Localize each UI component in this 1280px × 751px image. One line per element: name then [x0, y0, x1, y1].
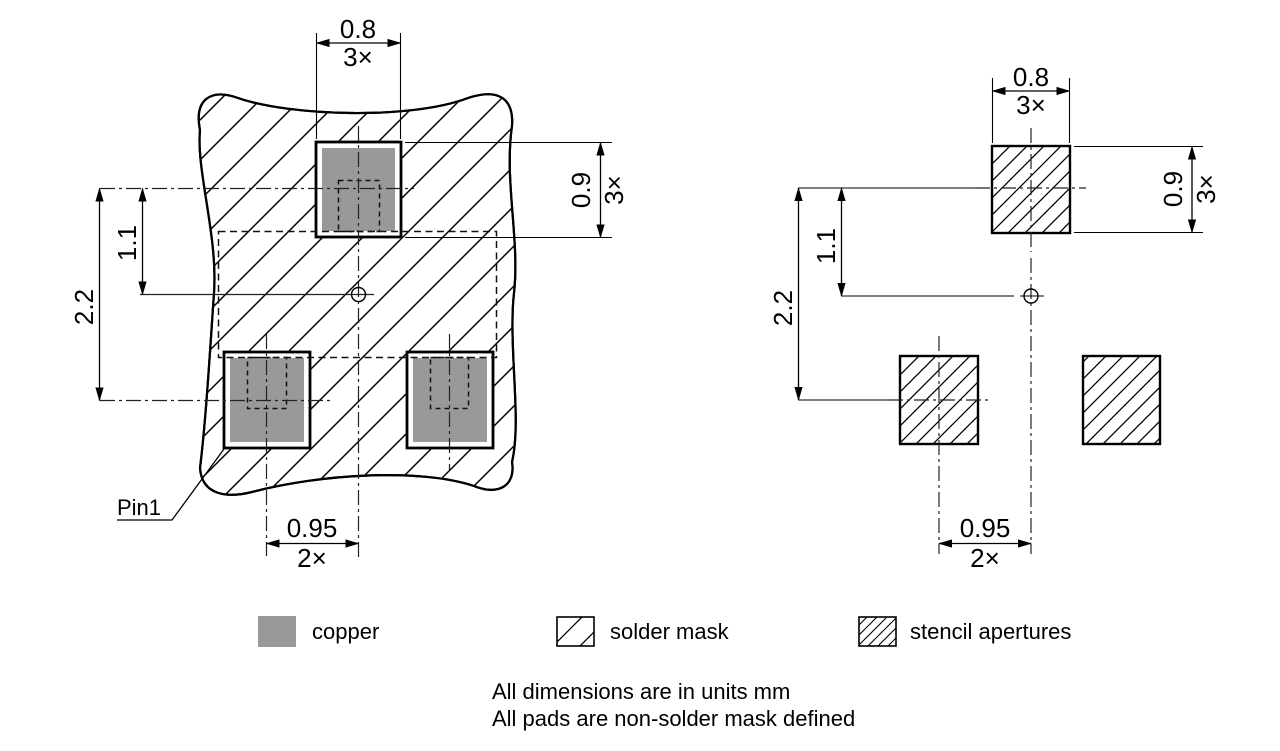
extension-lines-stencil: [798, 187, 1044, 401]
note-mask-defined: All pads are non-solder mask defined: [492, 706, 856, 731]
dim-row-pitch-stencil-value: 2.2: [768, 290, 798, 326]
legend-label-stencil-apertures: stencil apertures: [910, 619, 1072, 644]
dim-col-pitch-stencil: 0.95 2×: [938, 513, 1032, 573]
dim-aperture-width: 0.8 3×: [991, 62, 1071, 143]
solder-mask-outline: [197, 93, 517, 496]
dim-row-pitch: 2.2: [69, 187, 104, 402]
component-body-outline: [217, 230, 498, 359]
technical-drawing-svg: 0.8 3× 0.9 3× 1.1 2.2: [69, 14, 1221, 573]
lead-outline-bottom-right: [429, 356, 470, 410]
dim-row-pitch-value: 2.2: [69, 289, 99, 325]
dim-col-pitch-stencil-count: 2×: [970, 543, 1000, 573]
dim-col-pitch: 0.95 2×: [265, 513, 360, 573]
legend-label-copper: copper: [312, 619, 380, 644]
dim-col-pitch-count: 2×: [297, 543, 327, 573]
stencil-aperture-swatch: [858, 616, 897, 647]
dim-pad-height: 0.9 3×: [405, 141, 629, 239]
dim-pad-height-value: 0.9: [566, 172, 596, 208]
dim-aperture-height-value: 0.9: [1158, 171, 1188, 207]
legend-item-stencil-apertures: stencil apertures: [858, 616, 1071, 647]
pin1-label: Pin1: [117, 495, 161, 520]
dim-aperture-width-count: 3×: [1016, 90, 1046, 120]
dim-center-offset-stencil: 1.1: [811, 187, 846, 297]
dim-col-pitch-value: 0.95: [287, 513, 338, 543]
dim-row-pitch-stencil: 2.2: [768, 187, 803, 401]
aperture-bottom-right: [1081, 354, 1162, 446]
land-pattern-view: 0.8 3× 0.9 3× 1.1 2.2: [69, 14, 629, 573]
legend-item-copper: copper: [258, 616, 379, 647]
note-units: All dimensions are in units mm: [492, 679, 791, 704]
legend-item-solder-mask: solder mask: [556, 616, 729, 647]
centerlines-left-view: [100, 126, 451, 558]
dim-aperture-height-count: 3×: [1191, 174, 1221, 204]
drawing-notes: All dimensions are in units mm All pads …: [492, 678, 855, 732]
pin1-callout: Pin1: [117, 448, 225, 521]
stencil-view: 0.8 3× 0.9 3× 1.1 2.2: [768, 62, 1221, 573]
dim-pad-width-value: 0.8: [340, 14, 376, 44]
dim-aperture-width-value: 0.8: [1013, 62, 1049, 92]
pin1-leader-line: [117, 448, 225, 521]
origin-marker: [350, 286, 367, 303]
dim-center-offset-value: 1.1: [112, 225, 142, 261]
dim-pad-width-count: 3×: [343, 42, 373, 72]
dim-pad-height-count: 3×: [599, 175, 629, 205]
legend-label-solder-mask: solder mask: [610, 619, 729, 644]
copper-swatch: [258, 616, 296, 647]
centerlines-stencil-view: [888, 128, 1086, 554]
dim-col-pitch-stencil-value: 0.95: [960, 513, 1011, 543]
dim-aperture-height: 0.9 3×: [1074, 145, 1221, 234]
dim-center-offset: 1.1: [112, 187, 147, 296]
dim-pad-width: 0.8 3×: [315, 14, 402, 139]
origin-marker-stencil: [1023, 288, 1039, 304]
lead-outline-bottom-left: [246, 356, 288, 410]
dim-center-offset-stencil-value: 1.1: [811, 228, 841, 264]
solder-mask-swatch: [556, 616, 595, 647]
